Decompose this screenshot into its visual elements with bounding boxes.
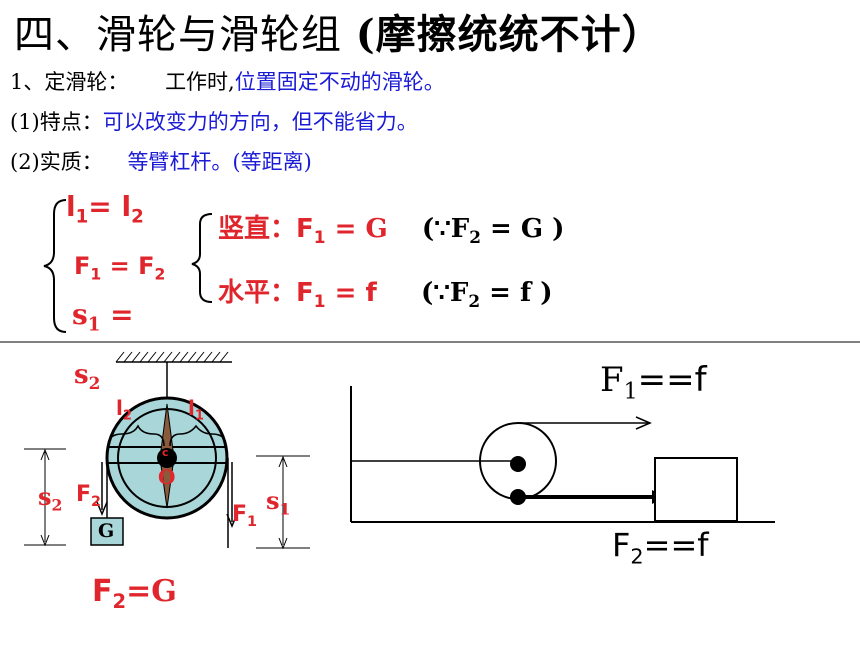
eq-f1-f2: F1 = F2 [74, 252, 166, 284]
horizontal-pulley-diagram [350, 386, 775, 523]
eq-l1-l2: l1= l2 [66, 190, 144, 228]
fixed-pulley-definition: 位置固定不动的滑轮。 [234, 70, 445, 94]
label-f2: F2 [76, 482, 101, 510]
page-title: 四、滑轮与滑轮组 (摩擦统统不计） [14, 2, 663, 60]
essence-line: (2)实质： 等臂杠杆。(等距离) [10, 146, 312, 176]
label-s2-side: s2 [38, 482, 63, 515]
feature-text: 可以改变力的方向，但不能省力。 [102, 110, 418, 134]
title-main: 四、滑轮与滑轮组 [14, 12, 342, 58]
work-prefix: 工作时, [165, 70, 235, 94]
label-f1-f: F1==f [600, 360, 707, 405]
essence-text: 等臂杠杆。(等距离) [127, 150, 312, 174]
fixed-pulley-diagram [24, 351, 310, 550]
feature-label: (1)特点： [10, 110, 103, 134]
label-s2-top: s2 [74, 360, 101, 393]
left-brace [43, 199, 67, 333]
eq-horizontal: 水平：F1 = f (∵F2 = f ) [218, 278, 553, 311]
right-brace [191, 213, 213, 303]
label-f1: F1 [232, 502, 257, 530]
essence-label: (2)实质： [10, 150, 103, 174]
title-sub: (摩擦统统不计） [355, 11, 663, 58]
eq-vertical: 竖直：F1 = G (∵F2 = G ) [218, 214, 565, 247]
eq-s1: s1 = [72, 298, 134, 336]
fixed-pulley-line: 1、定滑轮： 工作时,位置固定不动的滑轮。 [10, 66, 445, 96]
label-l2: l2 [116, 396, 132, 424]
feature-line: (1)特点：可以改变力的方向，但不能省力。 [10, 106, 418, 136]
label-l1: l1 [188, 396, 204, 424]
label-s1-side: s1 [266, 486, 291, 519]
label-center-c: c [162, 446, 169, 459]
label-g-box: G [98, 520, 115, 542]
label-center-o: O [158, 465, 176, 489]
label-f2-f: F2==f [612, 526, 709, 569]
result-f2-eq-g: F2=G [92, 574, 177, 613]
fixed-pulley-heading: 1、定滑轮： [10, 70, 129, 94]
